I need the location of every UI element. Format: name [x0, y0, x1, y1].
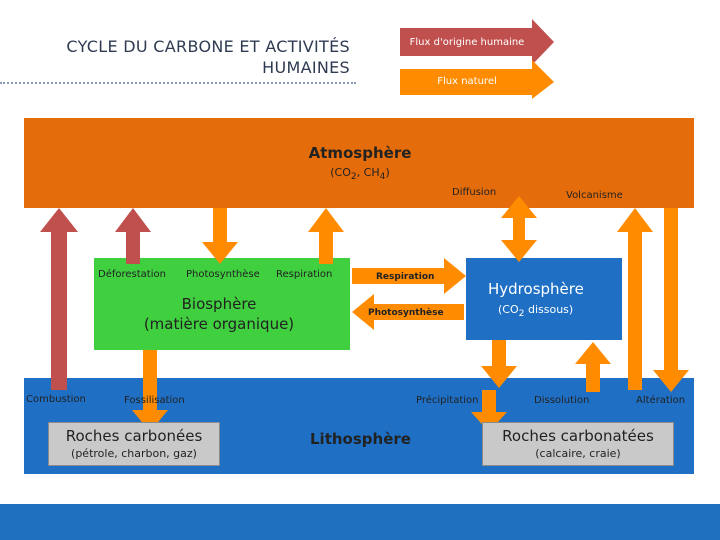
combustion-label: Combustion [26, 394, 86, 405]
atmosphere-gases-sub2: 4 [379, 171, 386, 183]
hydrosphere-gas-suffix: dissous) [524, 303, 574, 316]
carbon-rocks-box: Roches carbonées (pétrole, charbon, gaz) [48, 422, 220, 466]
carbon-rocks-detail: (pétrole, charbon, gaz) [71, 447, 197, 460]
legend-human-label: Flux d'origine humaine [409, 37, 525, 48]
hydrosphere-gas-prefix: (CO [498, 303, 519, 316]
hydrosphere-box [466, 258, 622, 340]
biosphere-line-1: Biosphère [181, 295, 257, 313]
atmosphere-band [24, 118, 694, 208]
biosphere-box [94, 258, 350, 350]
respiration-arrow [308, 208, 344, 264]
respiration-label: Respiration [276, 269, 333, 280]
precipitation-long-arrow [471, 390, 507, 432]
footer-bar [0, 504, 720, 540]
atmosphere-label: Atmosphère [308, 144, 412, 162]
hydrosphere-label: Hydrosphère [488, 280, 584, 298]
hydrosphere-gas: (CO2 dissous) [498, 303, 573, 319]
biosphere-line-2: (matière organique) [143, 315, 295, 333]
fossilisation-arrow [132, 350, 168, 432]
diffusion-label: Diffusion [452, 187, 497, 198]
photosynthesis-arrow [202, 208, 238, 264]
deforestation-arrow [115, 208, 151, 264]
deforestation-label: Déforestation [98, 269, 166, 280]
dissolution-label: Dissolution [534, 395, 590, 406]
atmosphere-gases-suffix: ) [385, 166, 390, 179]
atmosphere-gases-mid: , CH [356, 166, 380, 179]
volcanism-arrow [617, 208, 653, 390]
atmosphere-gases-prefix: (CO [330, 166, 351, 179]
precipitation-label: Précipitation [416, 395, 479, 406]
carbon-rocks-name: Roches carbonées [65, 427, 203, 445]
carbonate-rocks-box: Roches carbonatées (calcaire, craie) [482, 422, 674, 466]
atmosphere-gases-sub1: 2 [350, 171, 357, 183]
diffusion-arrow [501, 196, 537, 262]
respiration-right-arrow [352, 258, 466, 294]
title-line-1: CYCLE DU CARBONE ET ACTIVITÉS [66, 37, 350, 56]
combustion-arrow [40, 208, 78, 390]
legend-natural-label: Flux naturel [437, 76, 497, 87]
dissolution-arrow [575, 342, 611, 392]
title-line-2: HUMAINES [262, 58, 350, 77]
legend-natural-arrow [400, 60, 554, 99]
lithosphere-label: Lithosphère [310, 430, 411, 448]
page-title: CYCLE DU CARBONE ET ACTIVITÉS HUMAINES [10, 36, 350, 78]
legend-human-arrow [400, 19, 554, 65]
fossilisation-label: Fossilisation [124, 395, 185, 406]
hydrosphere-gas-sub: 2 [518, 308, 525, 320]
photosynthesis-left-label: Photosynthèse [368, 308, 444, 318]
atmosphere-gases: (CO2, CH4) [300, 166, 420, 182]
carbonate-rocks-detail: (calcaire, craie) [535, 447, 621, 460]
photosynthesis-left-arrow [352, 294, 464, 330]
photosynthesis-label: Photosynthèse [186, 269, 260, 280]
title-divider [0, 82, 356, 84]
biosphere-label: Biosphère (matière organique) [94, 294, 344, 334]
alteration-arrow [653, 208, 689, 392]
precipitation-arrow [481, 340, 517, 388]
alteration-label: Altération [636, 395, 686, 406]
carbonate-rocks-name: Roches carbonatées [502, 427, 654, 445]
legend-arrows [400, 19, 554, 99]
volcanism-label: Volcanisme [566, 190, 623, 201]
respiration-right-label: Respiration [376, 272, 435, 282]
